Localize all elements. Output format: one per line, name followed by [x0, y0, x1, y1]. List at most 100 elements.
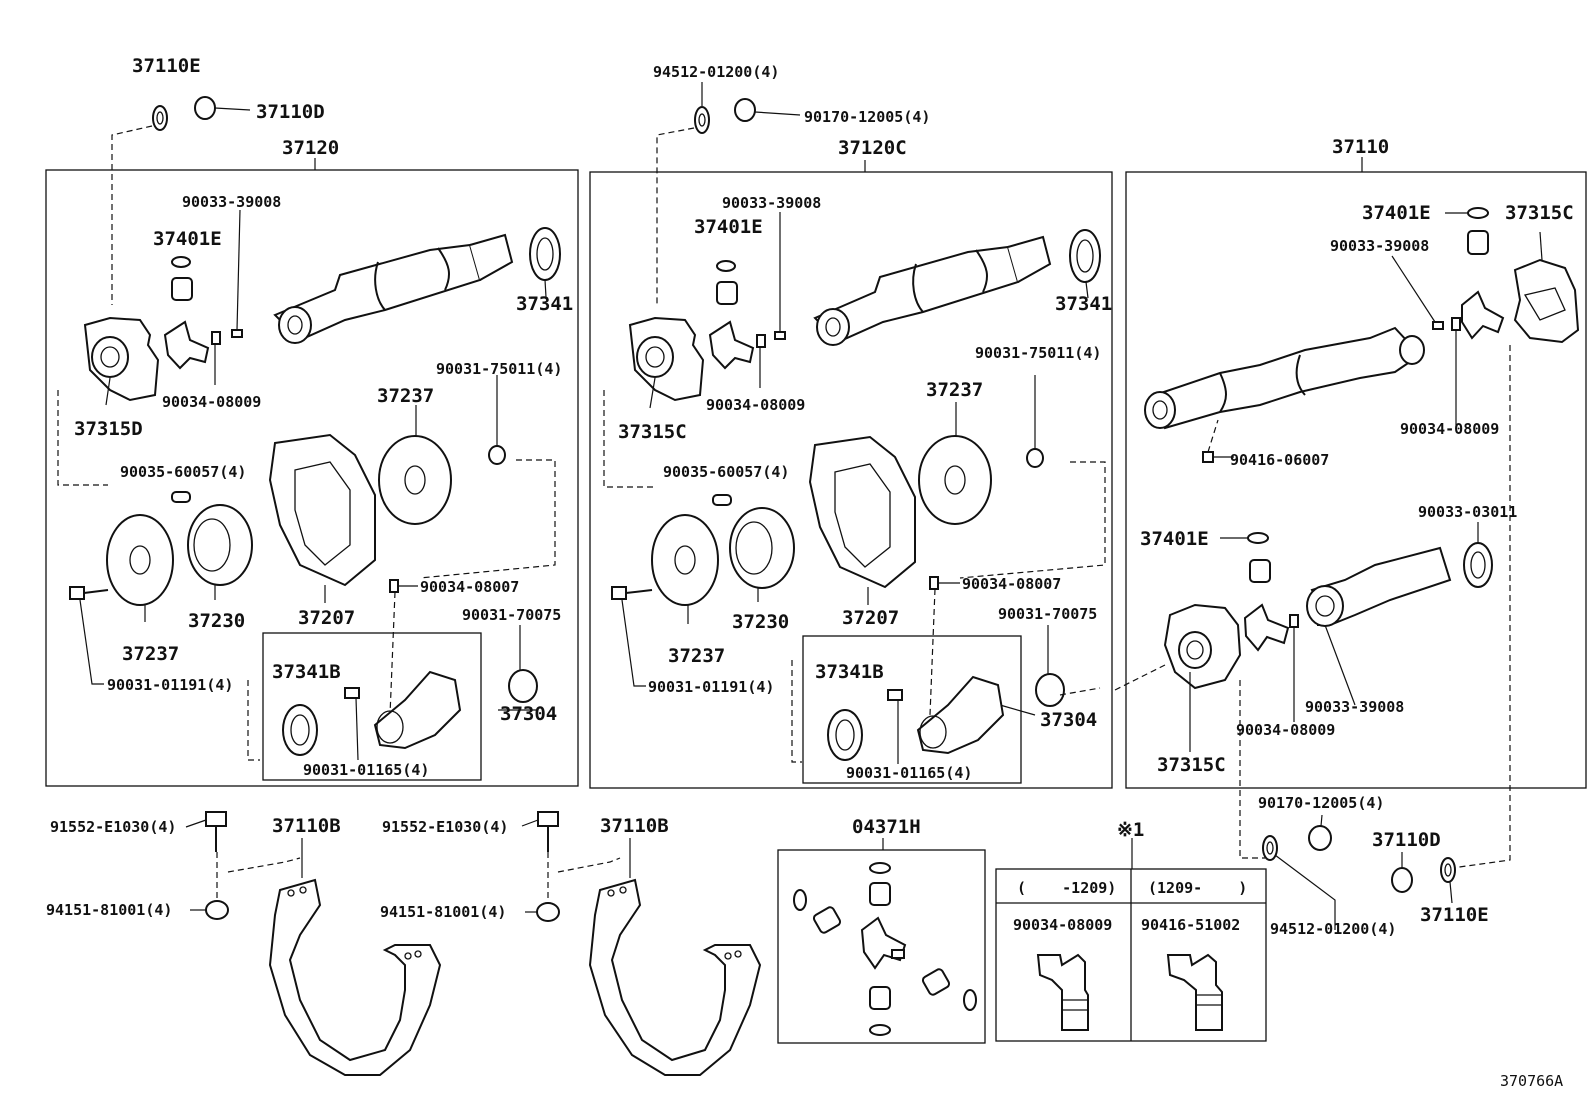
label-37110e-top: 37110E [132, 55, 201, 77]
label-b2-37341: 37341 [1055, 293, 1112, 315]
center-bearing-support-37207 [268, 433, 376, 587]
label-br-90170: 90170-12005(4) [1258, 794, 1384, 812]
label-bl-91552-left: 91552-E1030(4) [50, 818, 176, 836]
kit-spider [860, 916, 907, 970]
grease-fitting-box3-bottom [1289, 614, 1299, 628]
nut-94151-left [205, 900, 229, 920]
label-37110d-top: 37110D [256, 101, 325, 123]
bearing-cup-mid [716, 281, 738, 305]
label-box2-title: 37120C [838, 137, 907, 159]
label-br-37110d: 37110D [1372, 829, 1441, 851]
label-bl-37110b-left: 37110B [272, 815, 341, 837]
propeller-shaft-37110 [1144, 326, 1425, 430]
flange-yoke-37315c-box3-top [1513, 258, 1580, 344]
plate-37237-bottom-mid [651, 514, 719, 606]
label-b2-90035-60057: 90035-60057(4) [663, 463, 789, 481]
label-b1-90031-01165: 90031-01165(4) [303, 761, 429, 779]
universal-joint-spider-left [163, 320, 210, 370]
snap-ring-37401e-box3-top [1467, 207, 1489, 219]
label-top2-90170: 90170-12005(4) [804, 108, 930, 126]
snap-ring-37401e-box3-mid [1247, 532, 1269, 544]
snap-ring-37401e-mid [716, 260, 736, 272]
label-b3-90034-08009-bottom: 90034-08009 [1236, 721, 1335, 739]
label-box1-title: 37120 [282, 137, 339, 159]
label-b1-90031-70075: 90031-70075 [462, 606, 561, 624]
label-b3-37401e-mid: 37401E [1140, 528, 1209, 550]
label-b3-37401e-top: 37401E [1362, 202, 1431, 224]
label-b1-90035-60057: 90035-60057(4) [120, 463, 246, 481]
label-b3-90033-39008-top: 90033-39008 [1330, 237, 1429, 255]
flange-yoke-37315c-mid [628, 316, 705, 402]
label-b2-37230: 37230 [732, 611, 789, 633]
label-b2-37315c: 37315C [618, 421, 687, 443]
bearing-cup-left [171, 277, 193, 301]
label-br-94512: 94512-01200(4) [1270, 920, 1396, 938]
label-b1-90033-39008: 90033-39008 [182, 193, 281, 211]
flange-yoke-37315d [83, 316, 160, 402]
label-b1-37315d: 37315D [74, 418, 143, 440]
label-b2-90031-70075: 90031-70075 [998, 605, 1097, 623]
washer-37110e-top [152, 105, 168, 131]
label-b1-37401e: 37401E [153, 228, 222, 250]
label-b2-90031-01191: 90031-01191(4) [648, 678, 774, 696]
grease-fitting-90034-08009-illustration [1036, 953, 1089, 1031]
grease-fitting-mid [756, 334, 766, 348]
propeller-shaft-slip-yoke [1306, 546, 1452, 627]
label-b1-37237-bottom: 37237 [122, 643, 179, 665]
label-b2-37237-top: 37237 [926, 379, 983, 401]
label-b3-90033-03011: 90033-03011 [1418, 503, 1517, 521]
label-b2-90033-39008: 90033-39008 [722, 194, 821, 212]
fitting-bolt-box3-top [1432, 321, 1444, 330]
grease-fitting-left [211, 331, 221, 345]
bearing-37230-left [187, 504, 253, 586]
label-b2-37237-bottom: 37237 [668, 645, 725, 667]
grease-fitting-box3-top [1451, 317, 1461, 331]
bearing-37230-mid [729, 507, 795, 589]
plate-37237-top-mid [918, 435, 992, 525]
bolt-91552-mid [537, 811, 559, 852]
kit-snap-ring-bottom [869, 1024, 891, 1036]
label-b2-37207: 37207 [842, 607, 899, 629]
table-header-before-1209: ( -1209) [1017, 879, 1116, 897]
assembly-box-37120 [45, 169, 579, 787]
pin-90035-60057-mid [712, 494, 732, 506]
sub-box-37341b-left [262, 632, 482, 781]
figure-id: 370766A [1500, 1072, 1563, 1090]
washer-37110e-bottom [1440, 857, 1456, 883]
label-b1-90034-08009: 90034-08009 [162, 393, 261, 411]
nut-90031-75011-left [488, 445, 506, 465]
snap-ring-37401e-left [171, 256, 191, 268]
label-b1-37341b: 37341B [272, 661, 341, 683]
label-b3-90034-08009-top: 90034-08009 [1400, 420, 1499, 438]
table-part-90034-08009: 90034-08009 [1013, 916, 1112, 934]
nut-90170-bottom [1308, 825, 1332, 851]
label-br-37110e: 37110E [1420, 904, 1489, 926]
bearing-cup-box3-mid [1249, 559, 1271, 583]
label-b1-37341: 37341 [516, 293, 573, 315]
nut-90170-top [734, 98, 756, 122]
table-part-90416-51002: 90416-51002 [1141, 916, 1240, 934]
plate-37237-bottom [106, 514, 174, 606]
plate-37237-top [378, 435, 452, 525]
kit-snap-ring-left [793, 889, 807, 911]
companion-flange-left [373, 670, 462, 750]
kit-bearing-cup-right [921, 968, 951, 996]
label-b2-90031-75011: 90031-75011(4) [975, 344, 1101, 362]
label-b2-37401e: 37401E [694, 216, 763, 238]
bolt-91552-left [205, 811, 227, 852]
dust-seal-90033-03011 [1463, 542, 1493, 588]
seal-37341b-left [282, 704, 318, 756]
fitting-bolt-mid [774, 331, 786, 340]
fitting-bolt-left [231, 329, 243, 338]
label-b1-37207: 37207 [298, 607, 355, 629]
label-top2-94512: 94512-01200(4) [653, 63, 779, 81]
spider-box3-top [1461, 290, 1505, 340]
label-bl-94151-mid: 94151-81001(4) [380, 903, 506, 921]
bolt-90031-01165-left [344, 687, 360, 699]
label-b1-37304: 37304 [500, 703, 557, 725]
label-b2-37304: 37304 [1040, 709, 1097, 731]
assembly-box-37120c [589, 171, 1113, 789]
bearing-cup-box3-top [1467, 230, 1489, 255]
nut-90031-75011-mid [1026, 448, 1044, 468]
label-b2-37341b: 37341B [815, 661, 884, 683]
